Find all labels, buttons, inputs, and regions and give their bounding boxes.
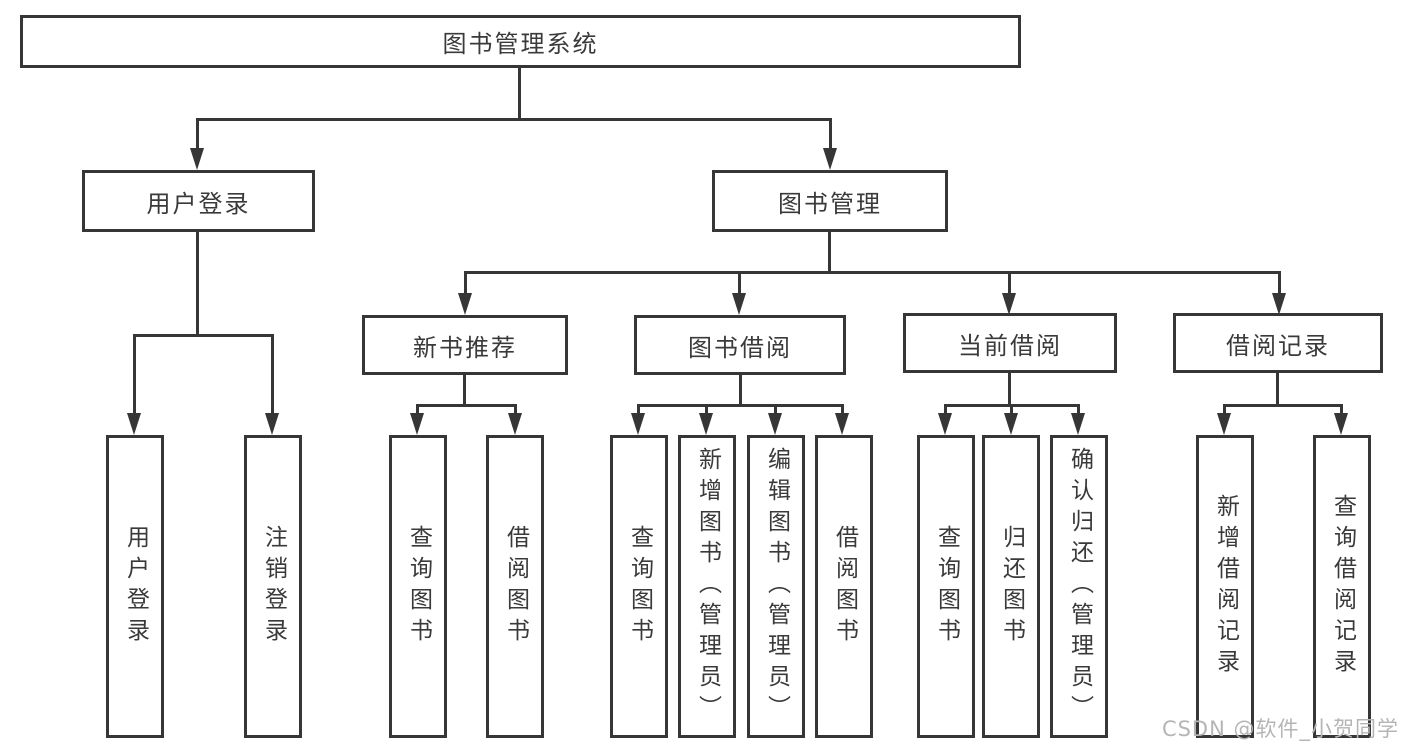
node-current-borrow: 当前借阅 (903, 313, 1117, 373)
node-book-management-label: 图书管理 (778, 189, 882, 218)
leaf-confirm-return-admin: 确认归还（管理员） (1050, 435, 1108, 738)
connector-line (463, 375, 466, 407)
leaf-borrow-books-recommend-label: 借阅图书 (502, 524, 529, 649)
connector-line (841, 404, 844, 415)
arrow-down-icon (768, 413, 782, 435)
arrow-down-icon (631, 413, 645, 435)
arrow-down-icon (410, 413, 424, 435)
arrow-down-icon (1071, 413, 1085, 435)
node-borrow-records: 借阅记录 (1173, 313, 1383, 373)
connector-line (464, 271, 1281, 274)
connector-line (1223, 404, 1226, 415)
node-new-book-recommend: 新书推荐 (362, 315, 568, 375)
leaf-confirm-return-admin-label: 确认归还（管理员） (1066, 447, 1093, 726)
leaf-user-login: 用户登录 (106, 435, 164, 738)
leaf-add-borrow-record: 新增借阅记录 (1196, 435, 1254, 738)
connector-line (1340, 404, 1343, 415)
arrow-down-icon (508, 413, 522, 435)
connector-line (133, 334, 274, 337)
arrow-down-icon (127, 413, 141, 435)
arrow-down-icon (732, 293, 746, 315)
leaf-add-book-admin-label: 新增图书（管理员） (694, 447, 721, 726)
connector-line (1008, 271, 1011, 295)
connector-line (1008, 373, 1011, 407)
leaf-query-books-recommend: 查询图书 (389, 435, 447, 738)
arrow-down-icon (1004, 413, 1018, 435)
connector-line (1010, 404, 1013, 415)
connector-line (739, 375, 742, 407)
leaf-query-books-current: 查询图书 (917, 435, 975, 738)
node-book-borrow-label: 图书借阅 (688, 333, 792, 362)
arrow-down-icon (1217, 413, 1231, 435)
connector-line (514, 404, 517, 415)
leaf-edit-book-admin-label: 编辑图书（管理员） (763, 447, 790, 726)
connector-line (518, 68, 521, 120)
leaf-add-borrow-record-label: 新增借阅记录 (1212, 493, 1239, 680)
arrow-down-icon (938, 413, 952, 435)
connector-line (637, 404, 844, 407)
connector-line (828, 232, 831, 274)
leaf-user-login-label: 用户登录 (122, 524, 149, 649)
arrow-down-icon (265, 413, 279, 435)
arrow-down-icon (835, 413, 849, 435)
node-book-borrow: 图书借阅 (634, 315, 846, 375)
node-borrow-records-label: 借阅记录 (1226, 331, 1330, 360)
leaf-return-books-label: 归还图书 (998, 524, 1025, 649)
node-root-label: 图书管理系统 (442, 30, 599, 58)
node-book-management: 图书管理 (712, 170, 948, 232)
connector-line (416, 404, 419, 415)
arrow-down-icon (458, 293, 472, 315)
leaf-add-book-admin: 新增图书（管理员） (678, 435, 736, 738)
leaf-query-books-current-label: 查询图书 (933, 524, 960, 649)
connector-line (464, 271, 467, 295)
connector-line (774, 404, 777, 415)
leaf-query-books-borrow-label: 查询图书 (626, 524, 653, 649)
connector-line (133, 334, 136, 415)
connector-line (1223, 404, 1343, 407)
leaf-return-books: 归还图书 (982, 435, 1040, 738)
connector-line (271, 334, 274, 415)
connector-line (738, 271, 741, 295)
connector-line (637, 404, 640, 415)
node-current-borrow-label: 当前借阅 (958, 331, 1062, 360)
connector-line (416, 404, 517, 407)
connector-line (829, 118, 832, 152)
leaf-borrow-books-recommend: 借阅图书 (486, 435, 544, 738)
leaf-borrow-books-label: 借阅图书 (831, 524, 858, 649)
leaf-edit-book-admin: 编辑图书（管理员） (747, 435, 805, 738)
connector-line (196, 118, 832, 121)
connector-line (944, 404, 947, 415)
node-user-login: 用户登录 (82, 170, 315, 232)
leaf-borrow-books: 借阅图书 (815, 435, 873, 738)
arrow-down-icon (699, 413, 713, 435)
connector-line (1276, 373, 1279, 407)
connector-line (196, 232, 199, 337)
arrow-down-icon (190, 148, 204, 170)
csdn-watermark: CSDN @软件_小贺同学 (1161, 717, 1399, 741)
connector-line (1278, 271, 1281, 295)
connector-line (1077, 404, 1080, 415)
leaf-logout: 注销登录 (244, 435, 302, 738)
leaf-logout-label: 注销登录 (260, 524, 287, 649)
arrow-down-icon (1002, 293, 1016, 315)
arrow-down-icon (1334, 413, 1348, 435)
arrow-down-icon (1272, 293, 1286, 315)
leaf-query-borrow-record: 查询借阅记录 (1313, 435, 1371, 738)
node-root: 图书管理系统 (20, 15, 1021, 68)
node-user-login-label: 用户登录 (146, 189, 251, 218)
arrow-down-icon (823, 148, 837, 170)
leaf-query-books-recommend-label: 查询图书 (405, 524, 432, 649)
leaf-query-borrow-record-label: 查询借阅记录 (1329, 493, 1356, 680)
connector-line (196, 118, 199, 152)
node-new-book-recommend-label: 新书推荐 (413, 333, 517, 362)
leaf-query-books-borrow: 查询图书 (610, 435, 668, 738)
connector-line (705, 404, 708, 415)
